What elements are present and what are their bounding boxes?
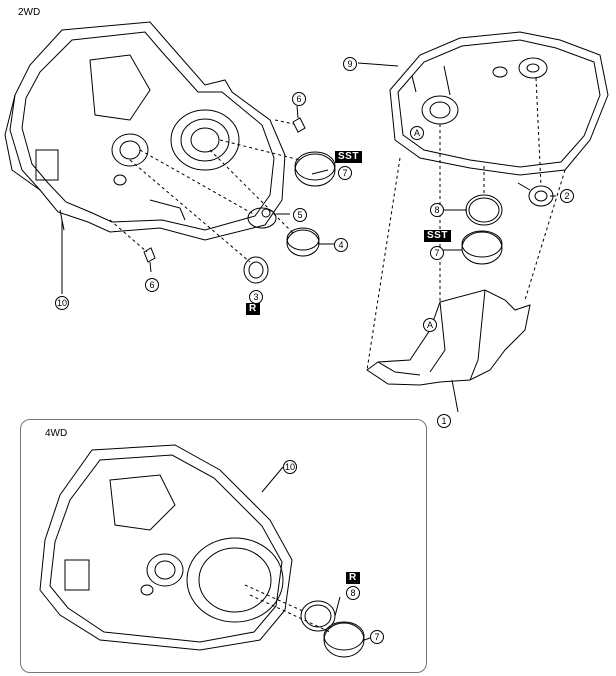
assembly-lines-left [109,119,301,263]
callout-9: 9 [343,57,357,71]
r-tag-2wd: R [246,303,260,315]
callout-a-lower: A [423,318,437,332]
callout-7-2wd-left: 7 [338,166,352,180]
section-frame-4wd [20,419,427,673]
seal-4 [286,227,320,257]
cover-1 [366,289,531,386]
callout-6-upper: 6 [292,92,306,106]
callout-8-2wd: 8 [430,203,444,217]
plug-5 [247,207,277,229]
callout-6-lower: 6 [145,278,159,292]
callout-10-4wd: 10 [283,460,297,474]
callout-2: 2 [560,189,574,203]
dowel-pin-upper [292,105,306,133]
seal-8-2wd [465,194,503,226]
sst-tag-2wd-right: SST [424,230,451,242]
section-label-4wd: 4WD [45,428,68,439]
transaxle-case-4wd [39,444,293,651]
assembly-lines-4wd [244,584,331,633]
assembly-lines-right [366,77,566,371]
callout-4: 4 [334,238,348,252]
callout-10-2wd: 10 [55,296,69,310]
bolt-2 [517,182,554,207]
section-label-2wd: 2WD [18,7,41,18]
callout-1: 1 [437,414,451,428]
callout-8-4wd: 8 [346,586,360,600]
leader-lines [61,62,556,641]
sst-tag-2wd-left: SST [335,151,362,163]
callout-7-2wd-right: 7 [430,246,444,260]
r-tag-4wd: R [346,572,360,584]
callout-5: 5 [293,208,307,222]
dowel-pin-lower [143,247,156,273]
oil-seal-3 [243,256,269,284]
callout-3: 3 [249,290,263,304]
callout-a-upper: A [410,126,424,140]
clutch-housing-2wd [389,31,609,176]
callout-7-4wd: 7 [370,630,384,644]
transaxle-case-2wd [4,21,286,241]
seal-7-right-2wd [461,230,503,265]
oil-seal-7-2wd [294,151,336,187]
